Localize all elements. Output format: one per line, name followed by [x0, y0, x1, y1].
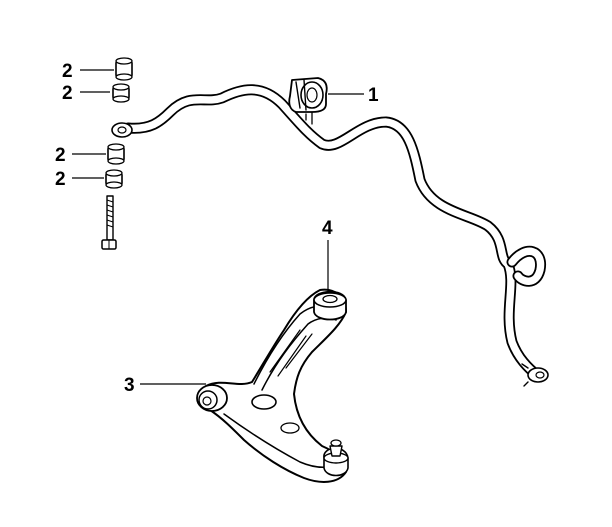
- control-arm-rear-bushing[interactable]: [313, 290, 347, 321]
- control-arm-front-bushing[interactable]: [196, 384, 228, 412]
- leader-lines: [72, 69, 364, 385]
- link-bushing-top-1[interactable]: [115, 57, 133, 81]
- bar-right-eye: [521, 363, 549, 387]
- callout-2a: 2: [62, 61, 73, 82]
- stabilizer-bar: [111, 84, 549, 387]
- link-bolt[interactable]: [101, 195, 117, 250]
- callout-4: 4: [322, 218, 333, 239]
- callout-2d: 2: [55, 169, 66, 190]
- callout-2b: 2: [62, 83, 73, 104]
- link-bushing-top-2[interactable]: [112, 83, 130, 103]
- callout-numbers: 1 2 2 2 2 3 4: [55, 61, 379, 396]
- callout-3: 3: [124, 375, 135, 396]
- callout-1: 1: [368, 85, 379, 106]
- ball-joint[interactable]: [323, 439, 349, 477]
- callout-2c: 2: [55, 145, 66, 166]
- stabilizer-bushing[interactable]: [288, 77, 328, 125]
- link-bushing-bottom-1[interactable]: [107, 143, 125, 165]
- link-bushing-bottom-2[interactable]: [105, 169, 123, 189]
